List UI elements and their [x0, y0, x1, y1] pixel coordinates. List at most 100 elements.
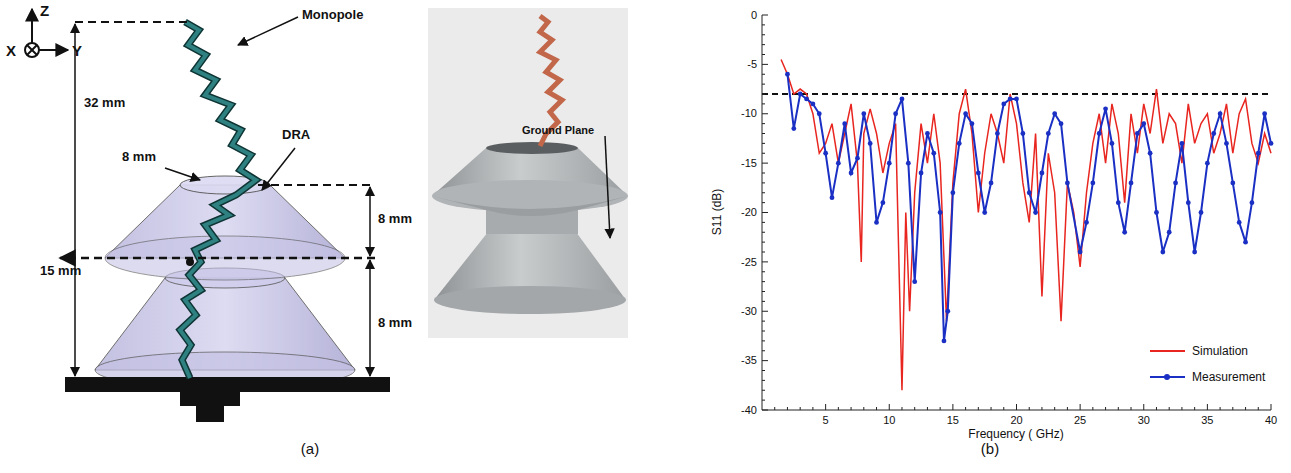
- data-dot: [817, 111, 822, 116]
- tick-label: -10: [741, 107, 757, 120]
- panel-label: (a): [301, 440, 319, 457]
- axis-title: Frequency ( GHz): [968, 428, 1063, 442]
- axis-label: X: [6, 42, 16, 59]
- tick-label: -5: [747, 58, 757, 71]
- data-dot: [861, 111, 866, 116]
- tick-mark: [1232, 407, 1233, 410]
- data-dot: [849, 171, 854, 176]
- data-dot: [1211, 131, 1216, 136]
- data-dot: [1065, 180, 1070, 185]
- tick-mark: [1245, 407, 1246, 410]
- tick-mark: [901, 407, 902, 410]
- data-dot: [1084, 220, 1089, 225]
- tick-mark: [762, 74, 765, 75]
- dimension: 15 mm: [40, 264, 81, 279]
- data-dot: [1154, 210, 1159, 215]
- dimension-lines: [60, 17, 375, 376]
- part-name: DRA: [282, 128, 310, 143]
- tick-mark: [762, 340, 765, 341]
- data-dot: [1008, 97, 1013, 102]
- dra-body: [95, 176, 355, 388]
- tick-mark: [1067, 407, 1068, 410]
- data-dot: [855, 156, 860, 161]
- data-dot: [1148, 151, 1153, 156]
- tick-mark: [762, 54, 765, 55]
- data-dot: [938, 210, 943, 215]
- tick-mark: [762, 182, 765, 183]
- part-name: Monopole: [302, 8, 363, 23]
- data-dot: [995, 131, 1000, 136]
- ground-plane: [65, 377, 390, 422]
- data-dot: [912, 279, 917, 284]
- dimension: 8 mm: [122, 150, 156, 165]
- tick-mark: [762, 94, 765, 95]
- data-dot: [1110, 141, 1115, 146]
- data-dot: [1256, 151, 1261, 156]
- tick-mark: [762, 301, 765, 302]
- axis-title: S11 (dB): [711, 189, 725, 235]
- data-dot: [880, 200, 885, 205]
- data-dot: [868, 141, 873, 146]
- legend-samples: [1150, 351, 1185, 380]
- data-dot: [945, 309, 950, 314]
- tick-mark: [851, 407, 852, 410]
- data-dot: [1014, 97, 1019, 102]
- data-dot: [1135, 131, 1140, 136]
- data-dot: [1237, 220, 1242, 225]
- tick-mark: [1220, 407, 1221, 410]
- data-dot: [842, 121, 847, 126]
- tick-label: -40: [741, 404, 757, 417]
- data-dot: [957, 141, 962, 146]
- tick-mark: [762, 192, 765, 193]
- tick-mark: [1169, 407, 1170, 410]
- tick-label: 5: [823, 414, 829, 427]
- tick-mark: [762, 321, 765, 322]
- legend-text: Simulation: [1192, 344, 1248, 358]
- tick-mark: [762, 271, 765, 272]
- data-dot: [906, 161, 911, 166]
- data-dot: [1103, 106, 1108, 111]
- tick-mark: [1092, 407, 1093, 410]
- tick-label: 40: [1265, 414, 1277, 427]
- tick-mark: [762, 84, 765, 85]
- data-dot: [919, 171, 924, 176]
- tick-mark: [1105, 407, 1106, 410]
- s11-curves: [781, 59, 1271, 390]
- tick-mark: [762, 133, 765, 134]
- tick-mark: [1080, 404, 1081, 410]
- prototype-photo: [428, 8, 628, 338]
- chart-axes: [762, 15, 1271, 410]
- data-dot: [798, 92, 803, 97]
- part-name: Ground Plane: [522, 124, 594, 137]
- dimension: 8 mm: [378, 212, 412, 227]
- tick-mark: [762, 15, 768, 16]
- tick-mark: [762, 370, 765, 371]
- tick-mark: [1016, 404, 1017, 410]
- data-dot: [1078, 250, 1083, 255]
- tick-mark: [1258, 407, 1259, 410]
- tick-mark: [762, 173, 765, 174]
- tick-mark: [762, 34, 765, 35]
- tick-mark: [762, 311, 768, 312]
- data-dot: [1199, 210, 1204, 215]
- tick-mark: [825, 404, 826, 410]
- data-dot: [1218, 111, 1223, 116]
- tick-mark: [762, 103, 765, 104]
- dimension: 8 mm: [378, 316, 412, 331]
- tick-mark: [762, 360, 768, 361]
- tick-mark: [991, 407, 992, 410]
- data-dot: [1269, 141, 1274, 146]
- tick-mark: [889, 404, 890, 410]
- measurement-curve: [787, 74, 1271, 341]
- tick-mark: [762, 380, 765, 381]
- tick-label: -25: [741, 256, 757, 269]
- data-dot: [823, 151, 828, 156]
- data-dot: [1059, 121, 1064, 126]
- tick-mark: [914, 407, 915, 410]
- data-dot: [931, 151, 936, 156]
- data-dot: [1033, 210, 1038, 215]
- tick-label: 20: [1010, 414, 1022, 427]
- tick-mark: [762, 123, 765, 124]
- tick-mark: [762, 64, 768, 65]
